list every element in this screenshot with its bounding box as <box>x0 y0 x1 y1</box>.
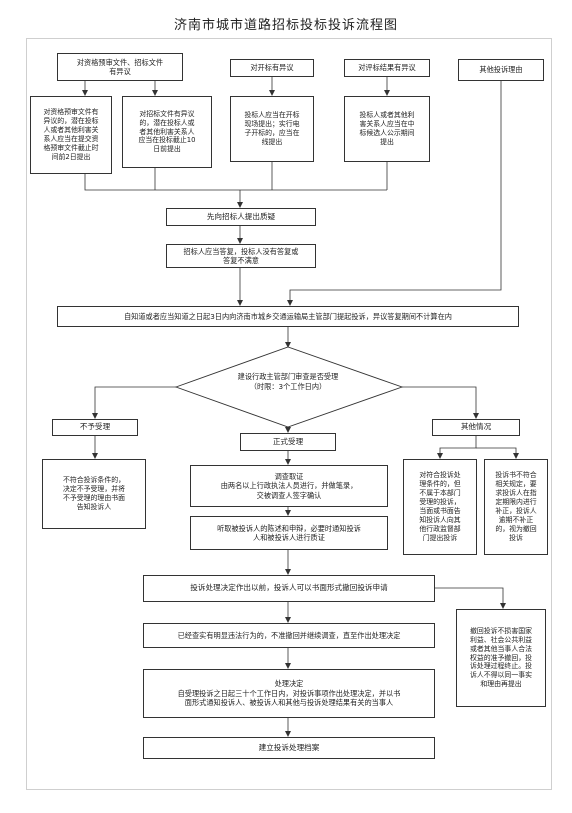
archive-box: 建立投诉处理档案 <box>143 737 435 759</box>
decision-diamond <box>174 346 404 428</box>
withdraw-box: 投诉处理决定作出以前，投诉人可以书面形式撤回投诉申请 <box>143 575 435 602</box>
reject-box: 不予受理 <box>52 419 138 436</box>
decision-box: 处理决定 自受理投诉之日起三十个工作日内，对投诉事项作出处理决定，并以书 面形式… <box>143 669 435 718</box>
other-situation-box: 其他情况 <box>432 419 520 436</box>
reject-detail-box: 不符合投诉条件的， 决定不予受理，并将 不予受理的理由书面 告知投诉人 <box>42 459 146 529</box>
hearing-box: 听取被投诉人的陈述和申辩，必要时通知投诉 人和被投诉人进行质证 <box>190 516 388 550</box>
bid-opening-detail: 投标人应当在开标 现场提出；实行电 子开标的，应当在 线提出 <box>230 96 314 162</box>
tender-objection-detail: 对招标文件有异议 的，潜在投标人或 者其他利害关系人 应当在投标截止10 日前提… <box>122 96 212 168</box>
tenderer-reply-box: 招标人应当答复，投标人没有答复或 答复不满意 <box>166 244 316 268</box>
objection-prequal-tender-box: 对资格预审文件、招标文件 有异议 <box>57 53 183 81</box>
objection-evaluation-box: 对评标结果有异议 <box>344 59 430 77</box>
other-reasons-box: 其他投诉理由 <box>458 59 544 81</box>
objection-bid-opening-box: 对开标有异议 <box>230 59 314 77</box>
other-referral-box: 对符合投诉处 理条件的，但 不属于本部门 受理的投诉， 当面或书面告 知投诉人向… <box>403 459 477 555</box>
page-title: 济南市城市道路招标投标投诉流程图 <box>173 18 398 33</box>
file-complaint-box: 自知道或者应当知道之日起3日内向济南市城乡交通运输局主管部门提起投诉，异议答复期… <box>57 306 519 327</box>
merge-line <box>84 174 387 191</box>
query-tenderer-box: 先向招标人提出质疑 <box>166 208 316 226</box>
other-correction-box: 投诉书不符合 相关规定，要 求投诉人在指 定期限内进行 补正，投诉人 逾期不补正… <box>484 459 548 555</box>
diagram-frame <box>26 38 552 790</box>
continue-investigation-box: 已经查实有明显违法行为的，不准撤回并继续调查，直至作出处理决定 <box>143 623 435 648</box>
evaluation-detail: 投标人或者其他利 害关系人应当在中 标候选人公示期间 提出 <box>344 96 430 162</box>
investigation-box: 调查取证 由两名以上行政执法人员进行，并做笔录， 交被调查人签字确认 <box>190 465 388 507</box>
prequal-objection-detail: 对资格预审文件有 异议的，潜在投标 人或者其他利害关 系人应当在提交资 格预审文… <box>30 96 112 174</box>
accept-box: 正式受理 <box>240 433 336 451</box>
arrow-to-withdraw-note <box>435 587 506 609</box>
decision-text: 建设行政主管部门审查是否受理 （时限：3个工作日内） <box>237 372 339 392</box>
withdraw-note-box: 撤回投诉不损害国家 利益、社会公共利益 或者其他当事人合法 权益的准予撤回，投 … <box>456 609 546 707</box>
arrow-to-other <box>402 386 479 419</box>
arrow-to-reject <box>92 386 176 419</box>
arrow-other-reason <box>287 81 502 306</box>
